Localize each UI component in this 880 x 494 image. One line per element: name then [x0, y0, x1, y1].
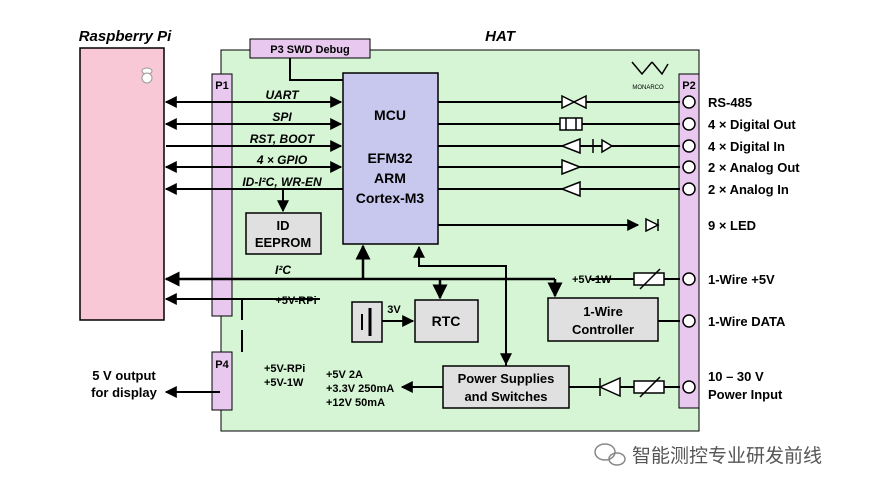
- bus-label-id-i2c: ID-I²C, WR-EN: [242, 175, 322, 189]
- connector-p3-label: P3 SWD Debug: [270, 44, 349, 56]
- eeprom-line-1: ID: [277, 218, 290, 233]
- analog-out-icon: [561, 158, 583, 176]
- onewire-controller-line-2: Controller: [572, 322, 634, 337]
- power-input-line-1: 10 – 30 V: [708, 369, 764, 384]
- mcu-chip-line-2: ARM: [374, 170, 406, 186]
- bus-label-gpio: 4 × GPIO: [256, 153, 308, 167]
- wechat-icon: [594, 443, 626, 466]
- io-label-led: 9 × LED: [708, 218, 756, 233]
- raspberry-pi-icon: [141, 67, 153, 84]
- power-supplies-line-2: and Switches: [464, 389, 547, 404]
- digital-out-icon: [559, 117, 583, 131]
- io-label-rs485: RS-485: [708, 95, 752, 110]
- rail-right-2: +3.3V 250mA: [326, 383, 394, 395]
- hat-title: HAT: [485, 28, 517, 45]
- fuse-icon: [633, 268, 665, 290]
- rpi-mcu-buses: [164, 96, 343, 213]
- output-line-1: 5 V output: [92, 368, 156, 383]
- rtc-block: [414, 299, 479, 343]
- io-lines: [438, 101, 680, 388]
- io-label-digital-out: 4 × Digital Out: [708, 117, 796, 132]
- io-label-digital-in: 4 × Digital In: [708, 139, 785, 154]
- bus-label-i2c: I²C: [275, 263, 291, 277]
- monarco-logo-text: MONARCO: [632, 85, 664, 91]
- output-line-2: for display: [91, 385, 158, 400]
- bus-label-spi: SPI: [272, 110, 292, 124]
- swd-line: [289, 58, 343, 81]
- rail-right-1: +5V 2A: [326, 369, 363, 381]
- bus-label-rst-boot: RST, BOOT: [250, 132, 316, 146]
- raspberry-pi-title: Raspberry Pi: [79, 28, 172, 45]
- analog-in-icon: [559, 180, 581, 198]
- mcu-chip-line-3: Cortex-M3: [356, 190, 425, 206]
- digital-in-icon: [559, 137, 614, 155]
- mcu-chip-line-1: EFM32: [367, 150, 412, 166]
- battery-icon: [351, 301, 383, 343]
- onewire-controller-block: [547, 297, 659, 342]
- i2c-bus: [164, 244, 563, 300]
- monarco-logo-icon: [631, 61, 669, 76]
- power-input-line-2: Power Input: [708, 387, 783, 402]
- mcu-block: [342, 72, 439, 245]
- connector-p2-label: P2: [682, 80, 695, 92]
- power-distribution: [241, 245, 512, 393]
- connector-p1-label: P1: [215, 80, 228, 92]
- raspberry-pi-board: [79, 47, 165, 321]
- diode-icon: [598, 376, 621, 398]
- rtc-label: RTC: [432, 313, 461, 329]
- rpi-5v-line: [164, 293, 320, 320]
- led-icon: [645, 217, 660, 233]
- eeprom-line-2: EEPROM: [255, 235, 311, 250]
- battery-voltage: 3V: [387, 304, 401, 316]
- eeprom-block: [245, 212, 322, 255]
- io-label-onewire-5v: 1-Wire +5V: [708, 272, 775, 287]
- rs485-icon: [561, 94, 587, 110]
- io-label-analog-in: 2 × Analog In: [708, 182, 789, 197]
- power-supplies-line-1: Power Supplies: [458, 371, 555, 386]
- io-label-onewire-data: 1-Wire DATA: [708, 314, 786, 329]
- input-fuse-icon: [633, 376, 665, 398]
- connector-p3: [249, 38, 371, 59]
- connector-p4-label: P4: [215, 359, 229, 371]
- onewire-controller-line-1: 1-Wire: [583, 304, 623, 319]
- watermark-text: 智能测控专业研发前线: [632, 445, 822, 467]
- rail-left-2: +5V-1W: [264, 377, 304, 389]
- rail-left-1: +5V-RPi: [264, 363, 305, 375]
- rail-right-3: +12V 50mA: [326, 397, 385, 409]
- io-label-analog-out: 2 × Analog Out: [708, 160, 800, 175]
- mcu-label: MCU: [374, 107, 406, 123]
- connector-p4: [211, 351, 233, 411]
- connector-p1: [211, 73, 233, 317]
- p2-terminals: [682, 95, 696, 394]
- bus-label-5v-rpi: +5V-RPi: [275, 295, 316, 307]
- onewire-supply-label: +5V-1W: [572, 274, 612, 286]
- bus-label-uart: UART: [265, 88, 300, 102]
